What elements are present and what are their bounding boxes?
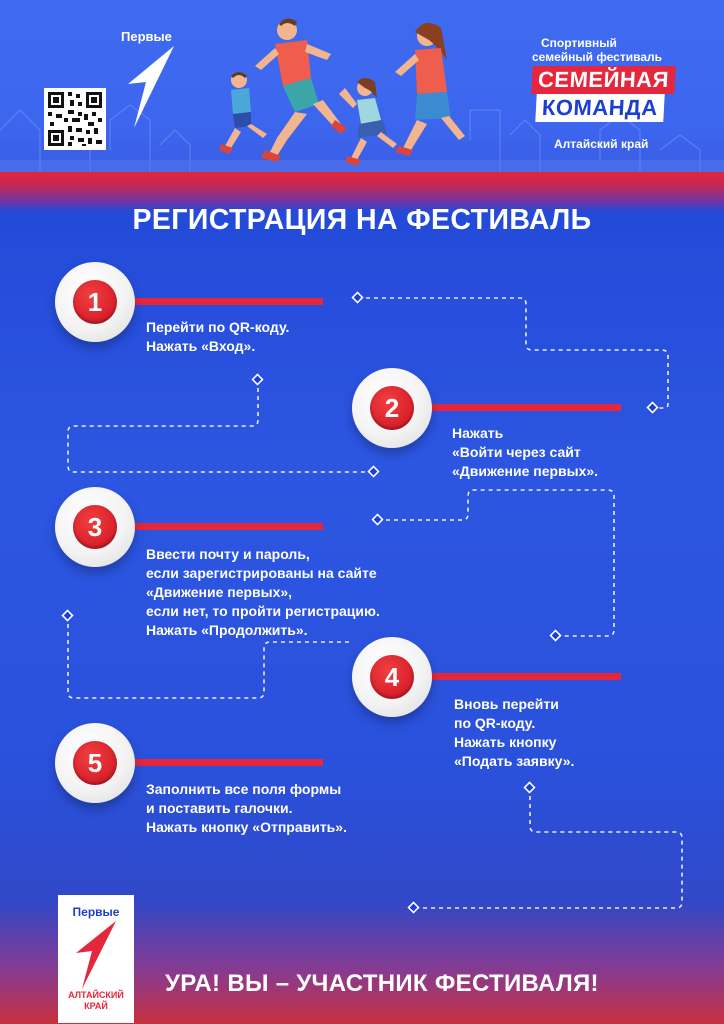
step-2-bar [418,404,621,411]
header-stripe [0,172,724,212]
step-3-text: Ввести почту и пароль, если зарегистриро… [146,546,380,638]
logo-text: Первые [121,29,172,44]
step-5-text: Заполнить все поля формы и поставить гал… [146,781,347,835]
bottom-logo-region-line2: КРАЙ [84,1001,108,1011]
step-2-number: 2 [370,386,414,430]
qr-code-icon[interactable] [44,88,106,150]
first-movement-logo-icon [76,921,116,989]
festival-subtitle-line2: семейный фестиваль [532,50,663,64]
page-title: РЕГИСТРАЦИЯ НА ФЕСТИВАЛЬ [132,204,592,236]
bottom-logo: Первые АЛТАЙСКИЙ КРАЙ [58,895,134,1023]
step-5-bar [120,759,323,766]
step-2-text: Нажать «Войти через сайт «Движение первы… [452,425,599,479]
festival-region: Алтайский край [554,137,649,151]
step-3-circle: 3 [55,487,135,567]
step-5-number: 5 [73,741,117,785]
running-family-illustration-icon [219,18,465,166]
festival-subtitle-line1: Спортивный [541,36,617,50]
step-5-circle: 5 [55,723,135,803]
final-slogan: УРА! ВЫ – УЧАСТНИК ФЕСТИВАЛЯ! [165,970,599,997]
first-movement-logo-icon [128,46,174,128]
bottom-logo-text: Первые [72,905,120,919]
step-4-text: Вновь перейти по QR-коду. Нажать кнопку … [454,696,575,769]
step-2-circle: 2 [352,368,432,448]
step-4-number: 4 [370,655,414,699]
bottom-logo-region-line1: АЛТАЙСКИЙ [68,990,124,1000]
step-1-number: 1 [73,280,117,324]
step-3-number: 3 [73,505,117,549]
step-3-bar [120,523,323,530]
step-1-bar [120,298,323,305]
step-1-text: Перейти по QR-коду. Нажать «Вход». [146,319,290,354]
step-4-circle: 4 [352,637,432,717]
step-1-circle: 1 [55,262,135,342]
step-4-bar [418,673,621,680]
header: Первые [0,0,724,172]
